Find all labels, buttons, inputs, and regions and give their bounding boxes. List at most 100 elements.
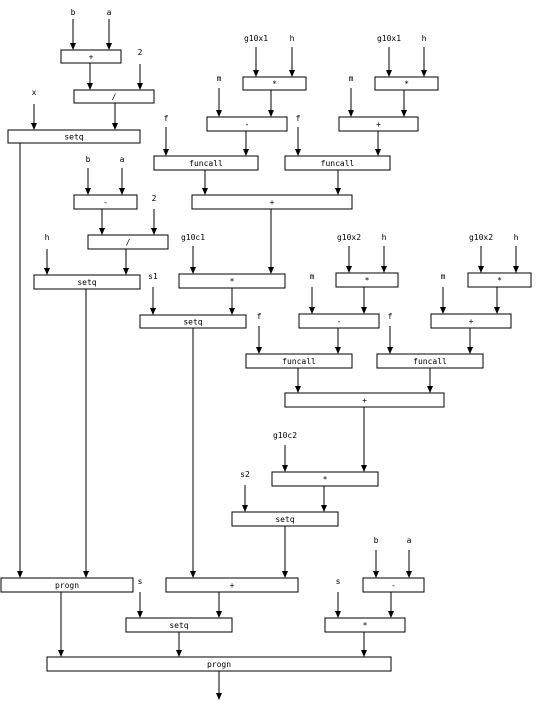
node-mul-g10c1: * xyxy=(178,273,286,289)
arrowhead xyxy=(427,386,433,393)
node-box xyxy=(7,129,141,144)
node-label: + xyxy=(270,198,275,207)
arrowhead xyxy=(190,571,196,578)
arrowhead xyxy=(348,110,354,117)
node-label: / xyxy=(126,238,131,247)
node-label: - xyxy=(245,120,250,129)
node-box xyxy=(0,577,134,593)
arrowhead xyxy=(112,123,118,130)
arrowhead xyxy=(295,386,301,393)
arrowhead xyxy=(289,70,295,77)
node-mul-g10x1-h-a: * xyxy=(242,76,307,91)
node-label: funcall xyxy=(282,357,316,366)
node-label: - xyxy=(391,581,396,590)
node-box xyxy=(242,76,307,91)
input-label-h4: h xyxy=(382,233,387,242)
node-label: * xyxy=(497,276,502,285)
node-label: * xyxy=(404,80,409,89)
node-box xyxy=(374,76,439,91)
node-box xyxy=(178,273,286,289)
node-add-ba-1: + xyxy=(60,49,122,64)
node-div-2-2: / xyxy=(87,234,169,250)
node-label: * xyxy=(323,475,328,484)
diagram-edges xyxy=(17,19,519,700)
node-setq-h: setq xyxy=(33,274,141,290)
node-label: progn xyxy=(55,581,79,590)
arrowhead xyxy=(388,611,394,618)
input-label-x1: x xyxy=(32,88,37,97)
arrowhead xyxy=(421,70,427,77)
input-label-m3: m xyxy=(310,272,315,281)
node-box xyxy=(139,314,247,329)
input-label-a2: a xyxy=(120,155,125,164)
arrowhead xyxy=(361,650,367,657)
node-box xyxy=(73,194,138,210)
arrowhead xyxy=(309,307,315,314)
arrowhead xyxy=(321,505,327,512)
node-box xyxy=(165,577,299,593)
node-label: + xyxy=(89,53,94,62)
node-box xyxy=(206,116,288,132)
node-label: * xyxy=(230,277,235,286)
node-mul-s: * xyxy=(324,617,406,633)
input-label-b1: b xyxy=(71,8,76,17)
node-add-m-1: + xyxy=(338,116,419,132)
arrowhead xyxy=(335,188,341,195)
node-add-s1-s2: + xyxy=(165,577,299,593)
arrowhead xyxy=(123,268,129,275)
input-label-m4: m xyxy=(441,272,446,281)
arrowhead xyxy=(216,110,222,117)
arrowhead xyxy=(242,505,248,512)
arrowhead xyxy=(243,149,249,156)
arrowhead xyxy=(151,228,157,235)
arrowhead xyxy=(202,188,208,195)
node-box xyxy=(245,353,353,369)
arrowhead xyxy=(282,571,288,578)
input-label-s2: s2 xyxy=(240,470,250,479)
input-label-a3: a xyxy=(407,536,412,545)
arrowhead xyxy=(229,308,235,315)
arrowhead xyxy=(44,268,50,275)
arrowhead xyxy=(282,465,288,472)
arrowhead xyxy=(467,347,473,354)
arrowhead xyxy=(176,650,182,657)
node-label: setq xyxy=(64,133,83,142)
node-label: funcall xyxy=(189,159,223,168)
node-box xyxy=(125,617,233,633)
node-progn-outer: progn xyxy=(46,656,392,672)
input-label-b3: b xyxy=(374,536,379,545)
input-label-f4: f xyxy=(388,312,393,321)
arrowhead xyxy=(494,307,500,314)
node-funcall-2: funcall xyxy=(284,155,391,171)
node-add-funcalls-1: + xyxy=(191,194,353,210)
node-mul-g10x2-h-b: * xyxy=(467,272,532,288)
arrowhead xyxy=(87,83,93,90)
input-label-m2: m xyxy=(349,74,354,83)
node-box xyxy=(284,392,445,408)
arrowhead xyxy=(268,267,274,274)
node-label: - xyxy=(337,317,342,326)
arrowhead xyxy=(268,110,274,117)
arrowhead xyxy=(85,188,91,195)
input-label-s1: s1 xyxy=(148,272,158,281)
node-box xyxy=(73,89,155,104)
node-label: funcall xyxy=(321,159,355,168)
arrowhead xyxy=(17,571,23,578)
input-label-h1: h xyxy=(45,233,50,242)
node-box xyxy=(430,313,512,329)
arrowhead xyxy=(386,70,392,77)
node-box xyxy=(191,194,353,210)
node-box xyxy=(284,155,391,171)
input-label-b2: b xyxy=(86,155,91,164)
node-setq-s2: setq xyxy=(231,511,339,527)
node-sub-m-2: - xyxy=(298,313,380,329)
node-label: + xyxy=(362,396,367,405)
node-funcall-1: funcall xyxy=(153,155,259,171)
input-label-h2: h xyxy=(290,34,295,43)
arrowhead xyxy=(346,266,352,273)
node-box xyxy=(335,272,399,288)
arrowhead xyxy=(137,611,143,618)
arrowhead xyxy=(119,188,125,195)
node-label: * xyxy=(272,80,277,89)
